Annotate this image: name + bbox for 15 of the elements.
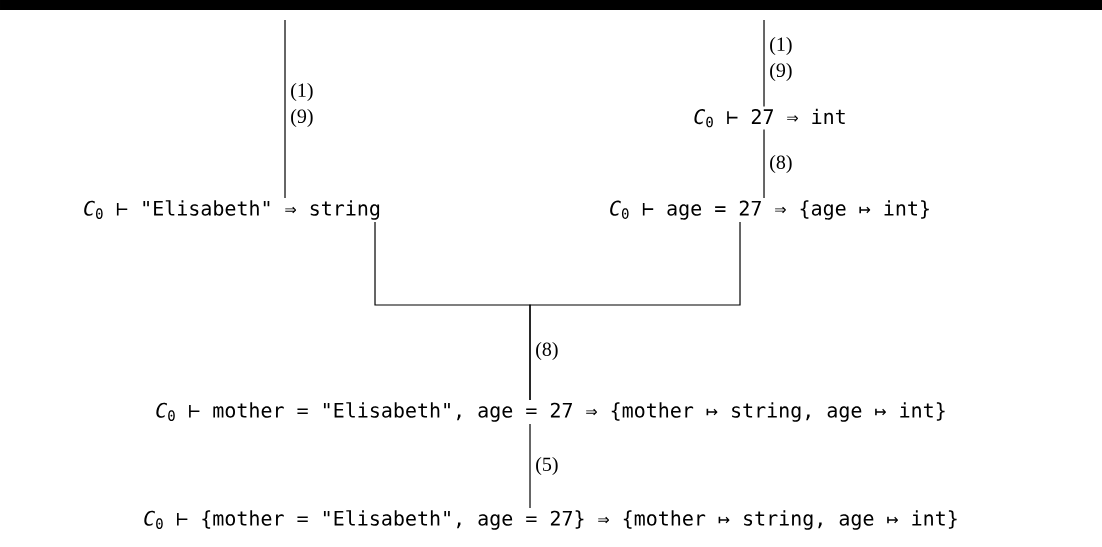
connector-line (763, 128, 765, 199)
connector-line (763, 19, 765, 108)
rule-label: (5) (536, 456, 558, 476)
rule-label: (1) (9) (291, 82, 313, 128)
judgement-text: C$_{0}$ ⊢ mother = "Elisabeth", age = 27 ⇒ {mother ↦ string, age ↦ int} (156, 402, 945, 422)
judgement-text: C$_{0}$ ⊢ {mother = "Elisabeth", age = 27} ⇒ {mother ↦ string, age ↦ int} (144, 510, 957, 530)
judgement-text: C$_{0}$ ⊢ "Elisabeth" ⇒ string (84, 200, 380, 220)
judgement-text: C$_{0}$ ⊢ age = 27 ⇒ {age ↦ int} (610, 200, 929, 220)
rule-label: (8) (536, 341, 558, 361)
rule-label: (8) (770, 154, 792, 174)
rule-label: (1) (9) (770, 36, 792, 82)
connector-line (529, 423, 531, 509)
connector-line (284, 19, 286, 199)
connector-line (529, 221, 741, 401)
judgement-text: C$_{0}$ ⊢ 27 ⇒ int (694, 108, 845, 128)
